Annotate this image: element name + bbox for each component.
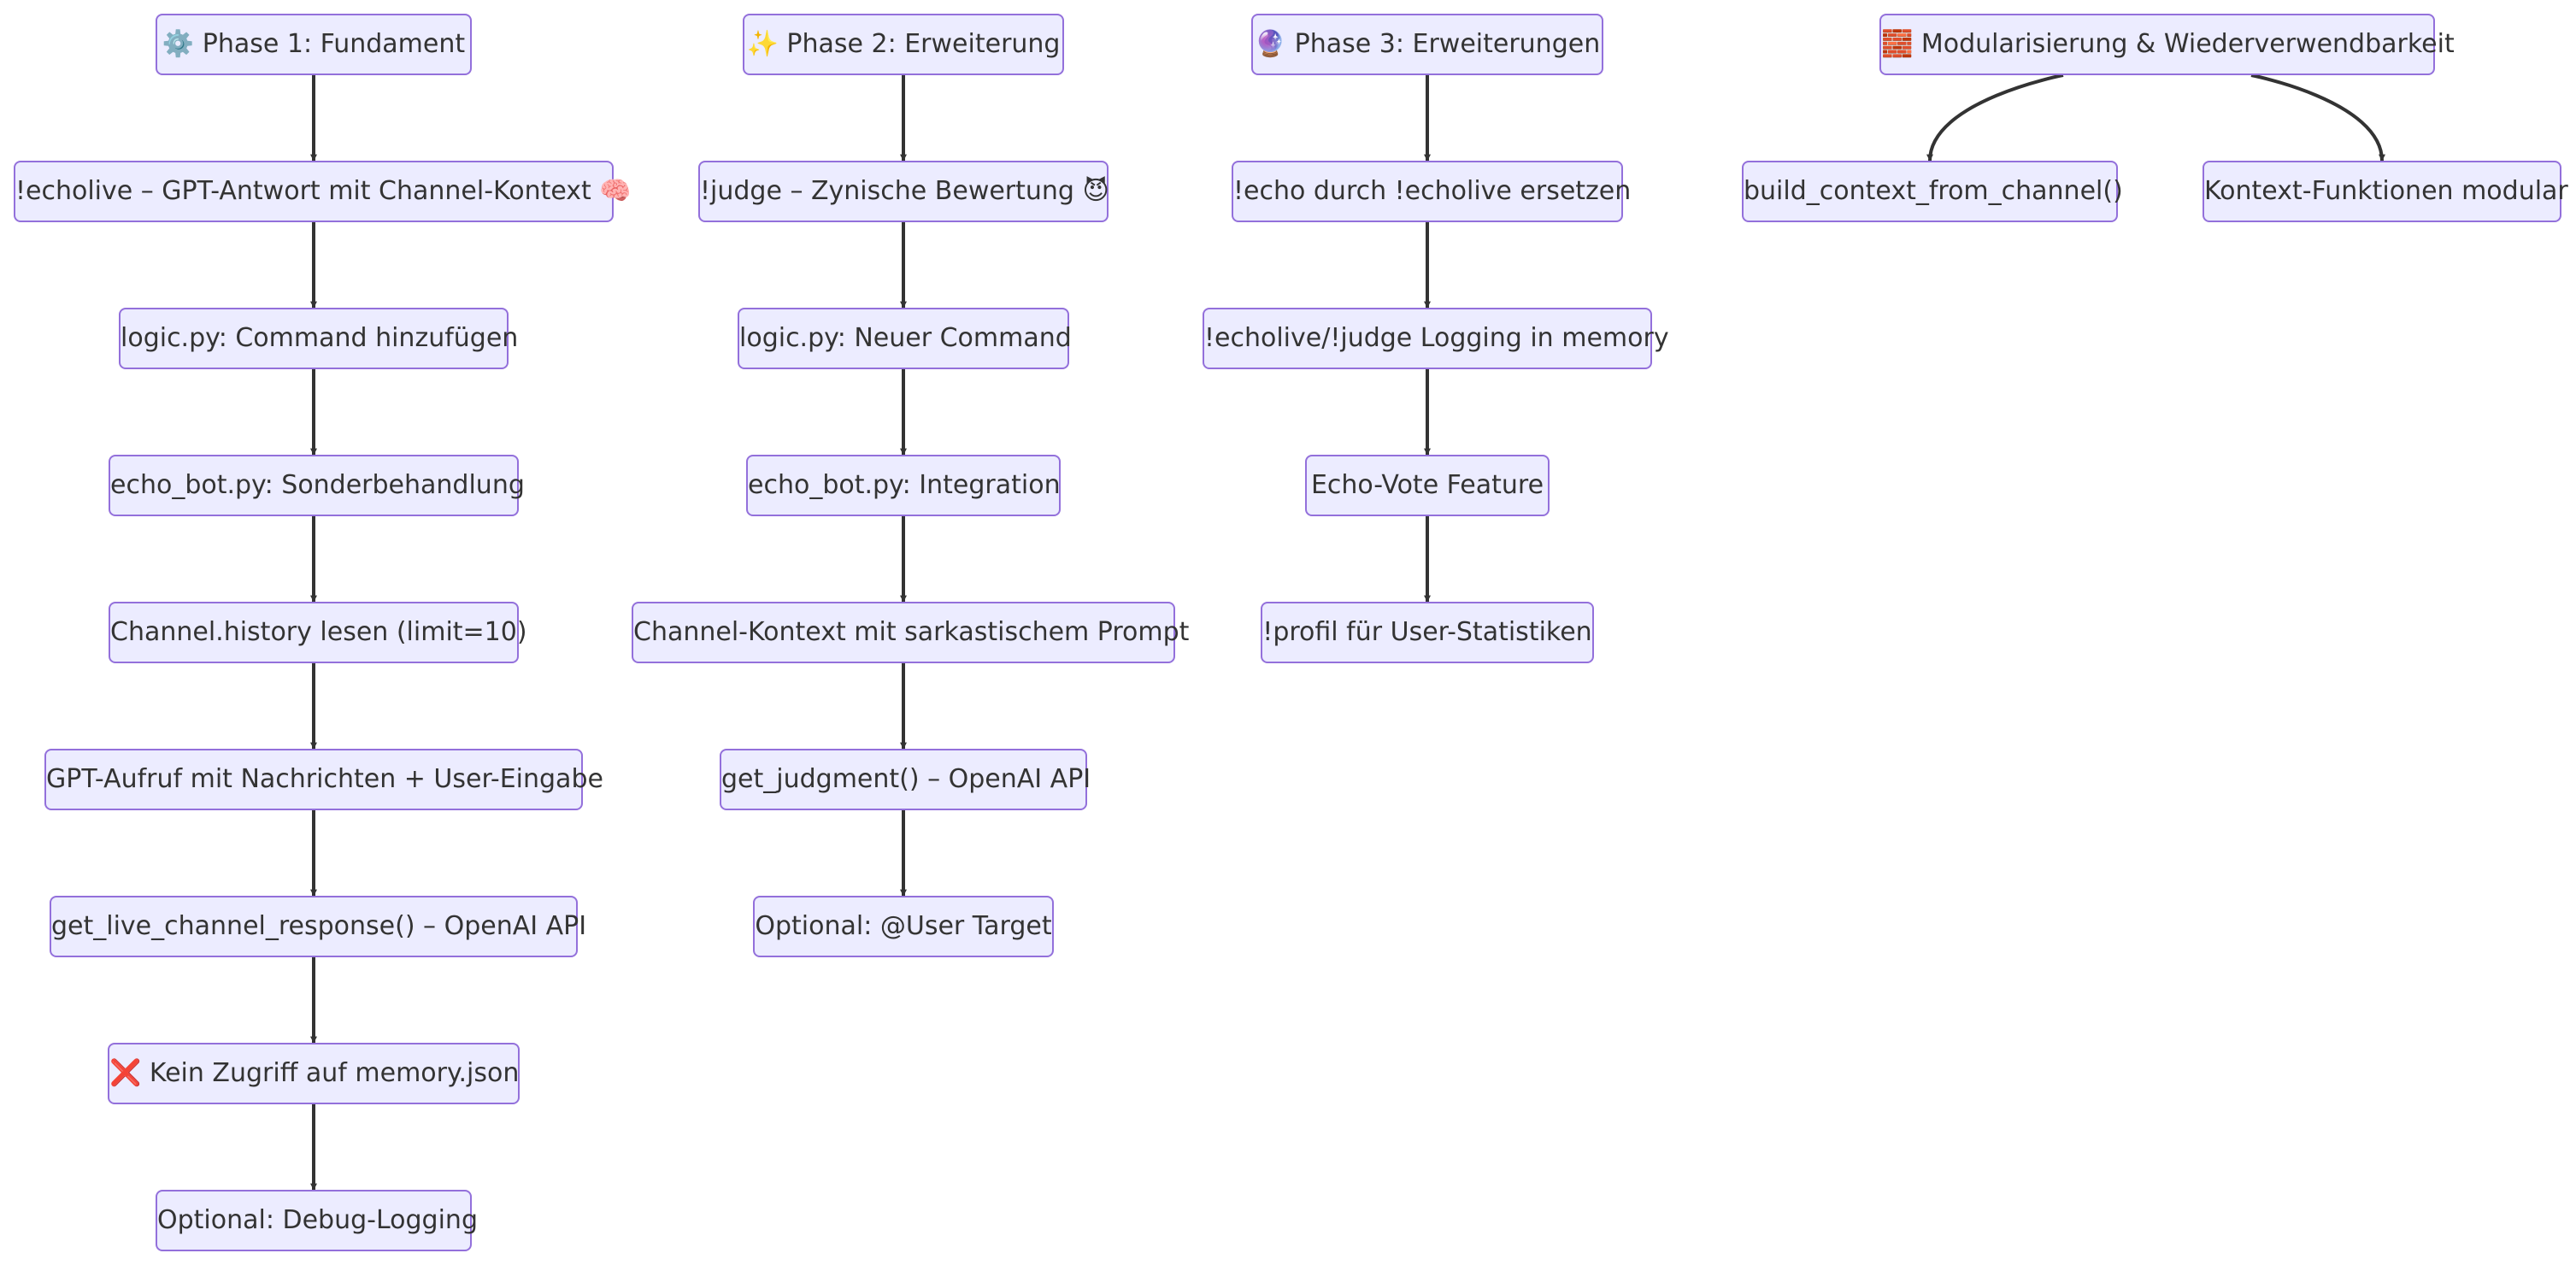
edge-modular-title-to-modular-child-1	[1926, 74, 2064, 162]
phase1-step-4: Channel.history lesen (limit=10)	[109, 602, 527, 663]
modular-title: 🧱 Modularisierung & Wiederverwendbarkeit	[1879, 14, 2455, 75]
phase1-step-1: !echolive – GPT-Antwort mit Channel-Kont…	[14, 161, 632, 222]
phase3-title: 🔮 Phase 3: Erweiterungen	[1251, 14, 1603, 75]
phase3-step-1: !echo durch !echolive ersetzen	[1232, 161, 1631, 222]
modular-child-1: build_context_from_channel()	[1742, 161, 2123, 222]
phase2-step-2: logic.py: Neuer Command	[738, 308, 1072, 369]
phase2-step-5: get_judgment() – OpenAI API	[720, 749, 1091, 810]
phase2-step-6: Optional: @User Target	[753, 896, 1054, 957]
phase1-step-8: Optional: Debug-Logging	[156, 1190, 478, 1251]
phase1-step-7: ❌ Kein Zugriff auf memory.json	[108, 1043, 520, 1104]
phase1-step-3: echo_bot.py: Sonderbehandlung	[109, 455, 525, 516]
phase2-step-4: Channel-Kontext mit sarkastischem Prompt	[632, 602, 1189, 663]
phase3-step-3: Echo-Vote Feature	[1305, 455, 1550, 516]
phase2-step-1: !judge – Zynische Bewertung 😈	[698, 161, 1109, 222]
phase2-title: ✨ Phase 2: Erweiterung	[743, 14, 1064, 75]
edge-modular-title-to-modular-child-2	[2250, 74, 2385, 162]
phase1-step-6: get_live_channel_response() – OpenAI API	[50, 896, 586, 957]
phase2-step-3: echo_bot.py: Integration	[746, 455, 1061, 516]
phase1-title: ⚙️ Phase 1: Fundament	[156, 14, 472, 75]
phase1-step-5: GPT-Aufruf mit Nachrichten + User-Eingab…	[44, 749, 603, 810]
modular-child-2: Kontext-Funktionen modular	[2203, 161, 2568, 222]
phase3-step-2: !echolive/!judge Logging in memory	[1203, 308, 1669, 369]
phase3-step-4: !profil für User-Statistiken	[1261, 602, 1594, 663]
phase1-step-2: logic.py: Command hinzufügen	[119, 308, 518, 369]
